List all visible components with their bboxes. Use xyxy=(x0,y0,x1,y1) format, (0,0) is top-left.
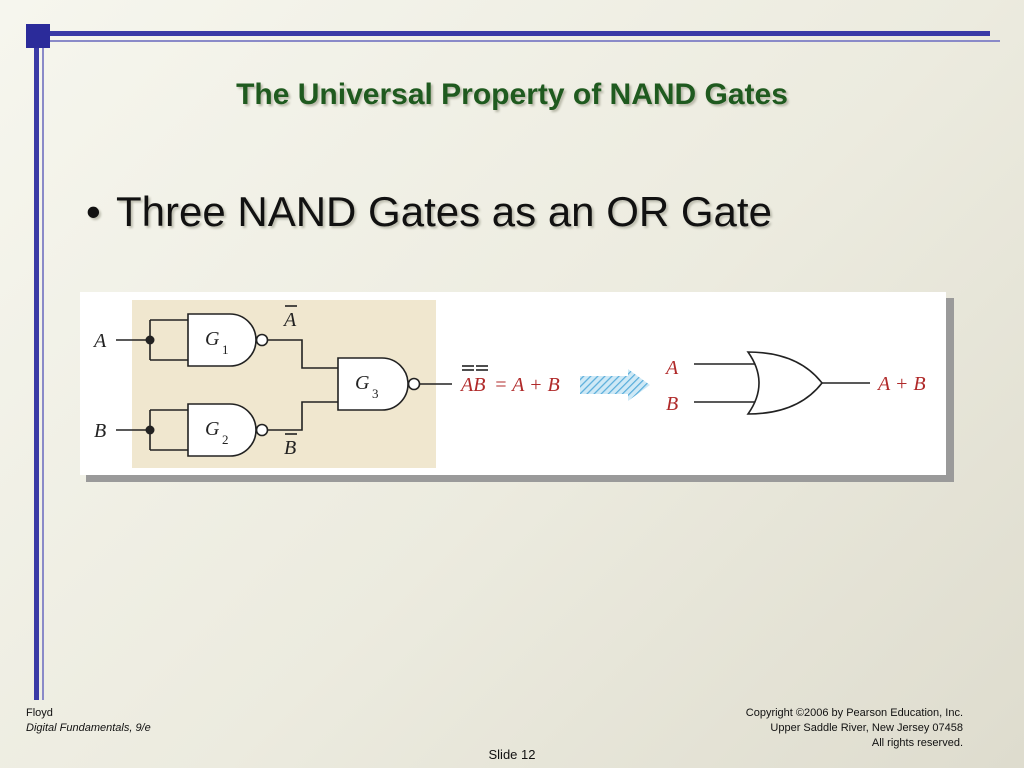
footer-author: Floyd xyxy=(26,707,53,719)
not-b-label: B xyxy=(284,437,296,459)
or-input-a-label: A xyxy=(664,357,679,379)
wire-g1-g3 xyxy=(268,339,338,369)
bullet-dot: • xyxy=(86,188,101,235)
g1-subscript: 1 xyxy=(222,342,229,357)
circuit-diagram: A B G 1 G 2 G 3 A B AB = A + B A B A + B xyxy=(92,300,926,468)
g3-bubble xyxy=(407,377,421,391)
footer-rights: All rights reserved. xyxy=(871,737,963,749)
footer-book: Digital Fundamentals, 9/e xyxy=(26,722,151,734)
or-output-label: A + B xyxy=(876,373,926,395)
or-gate xyxy=(746,351,824,415)
footer-copyright: Copyright ©2006 by Pearson Education, In… xyxy=(745,707,963,719)
slide-number: Slide 12 xyxy=(488,747,536,762)
g2-subscript: 2 xyxy=(222,432,229,447)
g1-bubble xyxy=(255,333,269,347)
input-a-label: A xyxy=(92,330,107,352)
g3-subscript: 3 xyxy=(372,386,379,401)
g2-bubble xyxy=(255,423,269,437)
nand-or-figure: A B G 1 G 2 G 3 A B AB = A + B A B A + B xyxy=(80,292,946,475)
footer-address: Upper Saddle River, New Jersey 07458 xyxy=(770,722,963,734)
bullet-text: Three NAND Gates as an OR Gate xyxy=(116,188,772,235)
nand-gate-g3 xyxy=(337,357,409,411)
corner-square xyxy=(26,24,50,48)
nand-output-expr: AB xyxy=(459,374,485,396)
wire-g2-g3 xyxy=(268,401,338,431)
not-a-label: A xyxy=(282,309,297,331)
junction-a xyxy=(145,335,155,345)
top-rule-thick xyxy=(50,31,990,36)
left-rule-thick xyxy=(34,48,39,700)
or-input-b-label: B xyxy=(666,393,678,415)
g2-label: G xyxy=(205,418,220,440)
footer-right: Copyright ©2006 by Pearson Education, In… xyxy=(746,706,963,751)
bullet-item: • Three NAND Gates as an OR Gate xyxy=(86,188,772,236)
transform-arrow xyxy=(580,369,650,401)
nand-gate-g2 xyxy=(187,403,257,457)
left-rule-thin xyxy=(42,48,44,700)
nand-gate-g1 xyxy=(187,313,257,367)
junction-b xyxy=(145,425,155,435)
footer-left: Floyd Digital Fundamentals, 9/e xyxy=(26,706,151,736)
input-b-label: B xyxy=(94,420,106,442)
slide-title: The Universal Property of NAND Gates xyxy=(236,78,788,111)
top-rule-thin xyxy=(50,40,1000,42)
g1-label: G xyxy=(205,328,220,350)
nand-output-equals: = A + B xyxy=(494,374,560,396)
g3-label: G xyxy=(355,372,370,394)
